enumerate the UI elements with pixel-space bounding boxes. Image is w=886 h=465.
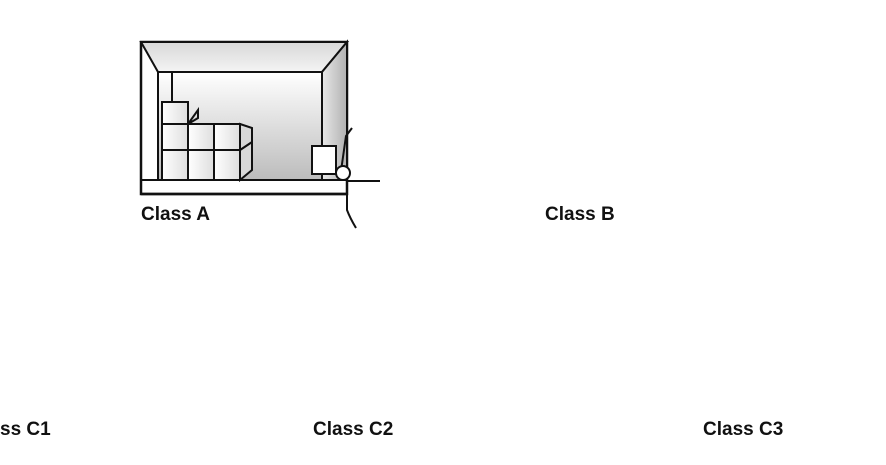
hand-truck-icon: [311, 127, 353, 181]
boxes-icon: [161, 101, 253, 183]
panel-class-a: [139, 39, 380, 229]
label-class-a: Class A: [141, 204, 210, 225]
label-class-c2: Class C2: [313, 419, 394, 440]
label-class-c1: ss C1: [0, 419, 51, 440]
label-class-b: Class B: [545, 204, 615, 225]
label-class-c3: Class C3: [703, 419, 784, 440]
